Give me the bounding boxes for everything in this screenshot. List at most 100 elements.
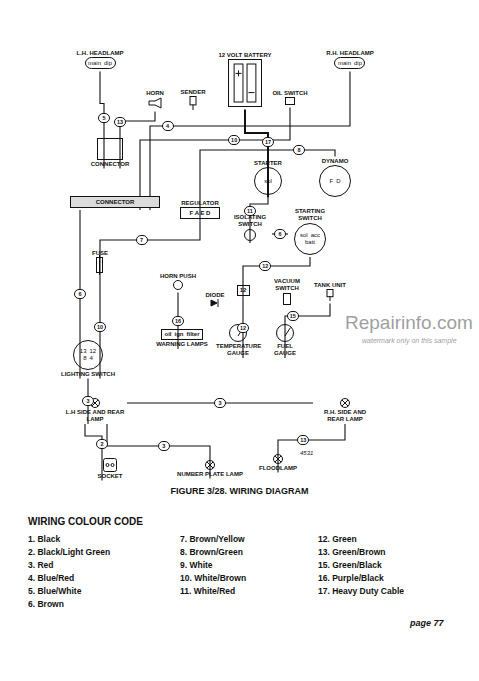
terminal-group: FD xyxy=(329,178,340,185)
wire-number: 12 xyxy=(237,323,249,333)
switch-symbol xyxy=(285,97,295,105)
symbol-stroke xyxy=(98,138,123,159)
symbol-stroke xyxy=(237,285,249,295)
socket-symbol xyxy=(103,458,117,472)
terminal-label: 8 xyxy=(83,355,86,362)
component-label: TANK UNIT xyxy=(314,282,346,289)
symbol-stroke xyxy=(341,399,350,408)
wire-number: 10 xyxy=(94,322,106,332)
component: R.H. HEADLAMPmaindip xyxy=(324,49,376,72)
component: FUEL GAUGE xyxy=(270,322,300,358)
figure-caption: FIGURE 3/28. WIRING DIAGRAM xyxy=(0,486,479,496)
wire xyxy=(245,109,268,197)
wire-number: 15 xyxy=(287,311,299,321)
wire xyxy=(285,303,330,357)
terminal-label: sol xyxy=(264,178,272,185)
fuse-symbol xyxy=(96,257,103,273)
wire-number: 4 xyxy=(162,121,174,131)
component: DIODE xyxy=(203,291,226,310)
symbol-box xyxy=(276,324,294,342)
small-symbol xyxy=(270,454,286,464)
component: oilignfilterWARNING LAMPS xyxy=(154,327,210,349)
terminal-group: maindip xyxy=(338,60,362,67)
component-label: WARNING LAMPS xyxy=(156,341,208,348)
component-label: CONNECTOR xyxy=(91,161,130,168)
component-label: L.H. HEADLAMP xyxy=(77,50,124,57)
symbol-stroke xyxy=(149,98,161,108)
symbol-box xyxy=(228,59,262,107)
terminal-label: 12 xyxy=(240,287,247,294)
component-label: L.H SIDE AND REAR LAMP xyxy=(65,409,125,423)
symbol-box: FD xyxy=(319,165,351,197)
terminal-label: acc xyxy=(311,232,320,239)
component-label: FLOODLAMP xyxy=(259,465,297,472)
wire-number: 2 xyxy=(96,439,108,449)
symbol-stroke xyxy=(228,60,261,107)
symbol-box xyxy=(203,460,217,470)
colour-code-entry: 1. Black xyxy=(28,534,60,544)
colour-code-entry: 9. White xyxy=(180,560,213,570)
component: CONNECTOR xyxy=(68,194,162,210)
wire-number: 8 xyxy=(293,145,305,155)
symbol-stroke xyxy=(106,463,109,466)
wire-number: 11 xyxy=(244,206,256,216)
terminal-label: filter xyxy=(186,331,199,338)
symbol-box xyxy=(244,229,256,241)
terminal-label: CONNECTOR xyxy=(96,199,135,206)
terminal-label: main xyxy=(338,60,351,67)
wire-number: 12 xyxy=(259,261,271,271)
colour-code-entry: 2. Black/Light Green xyxy=(28,547,110,557)
colour-code-entry: 16. Purple/Black xyxy=(318,573,384,583)
component-label: DYNAMO xyxy=(322,158,349,165)
terminal-label: 12 xyxy=(90,348,97,355)
page-number: page 77 xyxy=(410,618,444,628)
colour-code-entry: 17. Heavy Duty Cable xyxy=(318,586,404,596)
wire-number: 7 xyxy=(136,235,148,245)
symbol-box xyxy=(189,96,197,110)
colour-code-entry: 3. Red xyxy=(28,560,54,570)
symbol-box xyxy=(103,458,117,472)
component-label: REGULATOR xyxy=(181,200,218,207)
component: DYNAMO FD xyxy=(317,157,353,200)
circle-symbol xyxy=(73,340,103,370)
wire-number: 16 xyxy=(172,316,184,326)
symbol-box xyxy=(210,299,220,307)
symbol-box xyxy=(285,97,295,105)
terminal-label: oil xyxy=(164,331,171,338)
symbol-stroke xyxy=(277,325,294,342)
wire xyxy=(200,150,335,221)
component: HORN xyxy=(144,89,166,112)
circle-symbol xyxy=(244,229,256,241)
component: STARTING SWITCHsolaccbatt xyxy=(288,207,332,257)
box-symbol xyxy=(97,138,123,160)
terminal-label: dip xyxy=(104,60,112,67)
component: 12 VOLT BATTERY xyxy=(216,51,273,110)
symbol-stroke xyxy=(247,64,256,102)
wire-number: 5 xyxy=(98,113,110,123)
component: CONNECTOR xyxy=(89,136,132,169)
symbol-stroke xyxy=(327,290,333,297)
component-label: ISOLATING SWITCH xyxy=(230,214,270,228)
small-symbol xyxy=(339,398,351,408)
wire xyxy=(150,71,350,210)
component-label: LIGHTING SWITCH xyxy=(61,371,115,378)
symbol-box: 131284 xyxy=(73,340,103,370)
terminal-label: F A E D xyxy=(190,210,211,217)
terminal-label: 13 xyxy=(80,348,87,355)
colour-code-entry: 12. Green xyxy=(318,534,357,544)
terminal-group: 131284 xyxy=(78,348,98,362)
terminal-label: main xyxy=(88,60,101,67)
terminal-group: 12 xyxy=(240,287,247,294)
symbol-box xyxy=(270,454,286,464)
horn-symbol xyxy=(148,97,162,109)
colour-code-entry: 8. Brown/Green xyxy=(180,547,243,557)
symbol-box: maindip xyxy=(334,57,365,69)
wire-number: 13 xyxy=(114,117,126,127)
sender-symbol xyxy=(326,289,334,301)
component: VACUUM SWITCH xyxy=(268,277,306,307)
component-label: SOCKET xyxy=(97,473,122,480)
symbol-box: 12 xyxy=(237,285,250,296)
terminal-group: F A E D xyxy=(190,210,211,217)
terminal-label: sol xyxy=(300,232,308,239)
component-label: HORN PUSH xyxy=(160,273,196,280)
